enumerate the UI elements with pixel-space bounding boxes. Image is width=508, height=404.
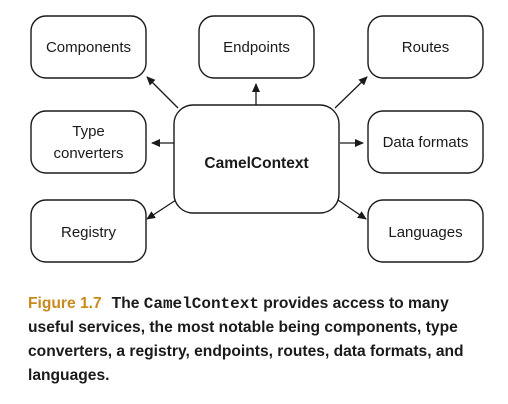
node-camel-context-label: CamelContext (204, 155, 308, 172)
caption-text-after: provides access to many useful services,… (28, 295, 464, 384)
registry-label-line-1: Registry (61, 224, 117, 241)
endpoints-label-line-1: Endpoints (223, 39, 290, 56)
edge-to-registry (146, 199, 177, 220)
type-converters-label-line-1: Type (72, 123, 105, 140)
node-languages: Languages (367, 199, 484, 263)
node-registry-label: Registry (61, 224, 117, 241)
edge-to-routes (334, 76, 368, 109)
node-type-converters: Type converters (30, 110, 147, 174)
node-components: Components (30, 15, 147, 79)
figure-label: Figure 1.7 (28, 295, 102, 312)
node-languages-label: Languages (388, 224, 462, 241)
node-data-formats-label: Data formats (383, 134, 469, 151)
node-components-label: Components (46, 39, 131, 56)
diagram-nodes: Components Endpoints Routes Type converte… (30, 15, 484, 263)
node-endpoints: Endpoints (198, 15, 315, 79)
node-registry: Registry (30, 199, 147, 263)
data-formats-label-line-1: Data formats (383, 134, 469, 151)
diagram-edges (146, 76, 368, 220)
components-label-line-1: Components (46, 39, 131, 56)
node-camel-context: CamelContext (173, 104, 340, 214)
node-type-converters-label: Type converters (53, 123, 123, 162)
edge-to-components (146, 76, 179, 109)
node-routes-label: Routes (402, 39, 450, 56)
edge-to-languages (337, 199, 367, 220)
node-data-formats: Data formats (367, 110, 484, 174)
languages-label-line-1: Languages (388, 224, 462, 241)
node-routes: Routes (367, 15, 484, 79)
caption-text-before: The (111, 295, 144, 312)
caption-code: CamelContext (143, 295, 259, 313)
routes-label-line-1: Routes (402, 39, 450, 56)
node-endpoints-label: Endpoints (223, 39, 290, 56)
figure-caption: Figure 1.7 The CamelContext provides acce… (28, 292, 498, 388)
camel-context-diagram: Components Endpoints Routes Type converte… (30, 15, 484, 263)
type-converters-label-line-2: converters (53, 145, 123, 162)
